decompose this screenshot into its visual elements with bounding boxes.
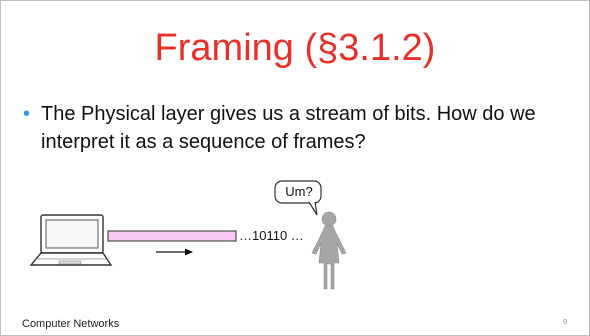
slide-number: 9 xyxy=(563,319,567,326)
bit-stream-wire xyxy=(107,230,237,242)
speech-text: Um? xyxy=(285,184,313,199)
right-arrow-icon xyxy=(156,248,193,256)
bullet-text: The Physical layer gives us a stream of … xyxy=(41,103,536,153)
speech-bubble xyxy=(274,180,322,216)
bullet-marker: • xyxy=(23,103,31,125)
person-icon xyxy=(311,211,347,290)
slide-title: Framing (§3.1.2) xyxy=(154,27,436,69)
laptop-icon xyxy=(29,214,113,266)
footer-course-title: Computer Networks xyxy=(22,318,120,330)
bullet-item: • The Physical layer gives us a stream o… xyxy=(23,100,573,156)
bit-sequence-label: …10110 … xyxy=(239,228,304,243)
